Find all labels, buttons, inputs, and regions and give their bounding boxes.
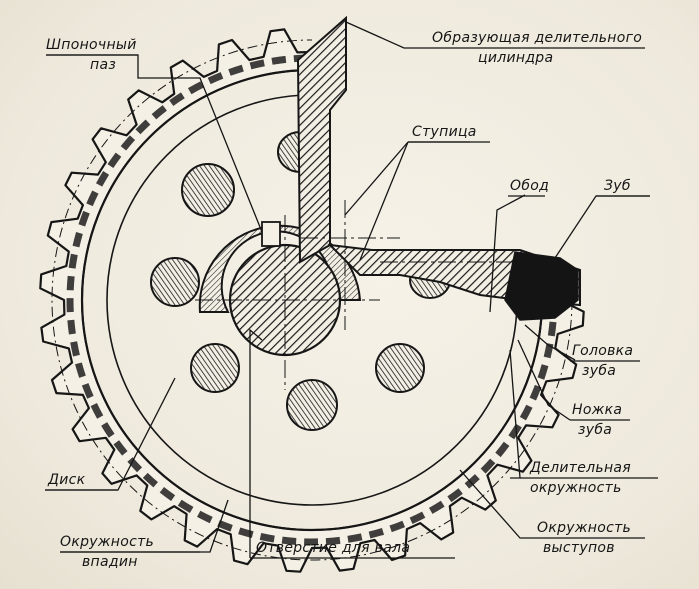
label-tooth-line1: Зуб	[604, 178, 631, 194]
label-dedendum-line1: Ножка	[572, 402, 623, 418]
label-dedendum: Ножка зуба	[572, 402, 622, 438]
label-tip-circle-line2: выступов	[543, 540, 615, 556]
web-hole	[150, 257, 200, 307]
label-pitch-cylinder-line2: цилиндра	[478, 50, 554, 66]
label-dedendum-line2: зуба	[578, 422, 613, 438]
label-addendum: Головка зуба	[572, 343, 633, 379]
web-edge	[106, 94, 518, 506]
key-slot	[261, 221, 281, 247]
rim-inner-edge	[81, 69, 543, 531]
label-pitch-circle-line2: окружность	[530, 480, 622, 496]
label-rim: Обод	[510, 178, 549, 194]
leader-dedendum	[517, 339, 571, 421]
label-rim-line1: Обод	[510, 178, 550, 194]
label-key-slot-line1: Шпоночный	[46, 37, 137, 53]
leader-tip-circle	[459, 469, 535, 539]
label-key-slot: Шпоночный паз	[46, 37, 137, 73]
leader-tooth	[554, 195, 650, 259]
section-tooth-profile	[504, 251, 579, 321]
label-root-circle-line2: впадин	[82, 554, 138, 570]
label-pitch-cylinder: Образующая делительного цилиндра	[432, 30, 642, 66]
label-pitch-circle-line1: Делительная	[530, 460, 632, 476]
label-pitch-cylinder-line1: Образующая делительного	[432, 30, 643, 46]
label-root-circle: Окружность впадин	[60, 534, 154, 570]
label-addendum-line1: Головка	[572, 343, 634, 359]
leader-shaft-bore	[249, 328, 263, 558]
hub	[198, 221, 362, 357]
label-pitch-circle: Делительная окружность	[530, 460, 631, 496]
pitch-circle-line	[51, 39, 573, 561]
axis-lines	[195, 200, 520, 390]
label-tip-circle: Окружность выступов	[537, 520, 631, 556]
label-hub: Ступица	[412, 124, 477, 140]
leader-hub-1	[344, 141, 409, 216]
web-hole	[190, 343, 240, 393]
web-hole	[181, 163, 235, 217]
leader-addendum	[524, 324, 576, 361]
web-hole	[286, 379, 338, 431]
leader-pitch-cylinder	[345, 21, 430, 49]
label-hub-line1: Ступица	[412, 124, 477, 140]
web-holes	[150, 131, 451, 431]
label-shaft-bore: Отверстие для вала	[256, 540, 410, 556]
label-addendum-line2: зуба	[582, 363, 617, 379]
leader-hub-2	[359, 141, 409, 261]
label-key-slot-line2: паз	[90, 57, 117, 73]
label-tip-circle-line1: Окружность	[537, 520, 632, 536]
label-shaft-bore-line1: Отверстие для вала	[256, 540, 411, 556]
label-tooth: Зуб	[604, 178, 631, 194]
root-shadow-band	[66, 54, 558, 546]
web-hole	[375, 343, 425, 393]
label-web-line1: Диск	[48, 472, 86, 488]
label-underlines	[45, 47, 658, 559]
label-root-circle-line1: Окружность	[60, 534, 155, 550]
gear-body	[39, 15, 585, 573]
label-web: Диск	[48, 472, 85, 488]
leader-rim	[489, 194, 526, 313]
section-cut-vertical	[296, 15, 347, 264]
